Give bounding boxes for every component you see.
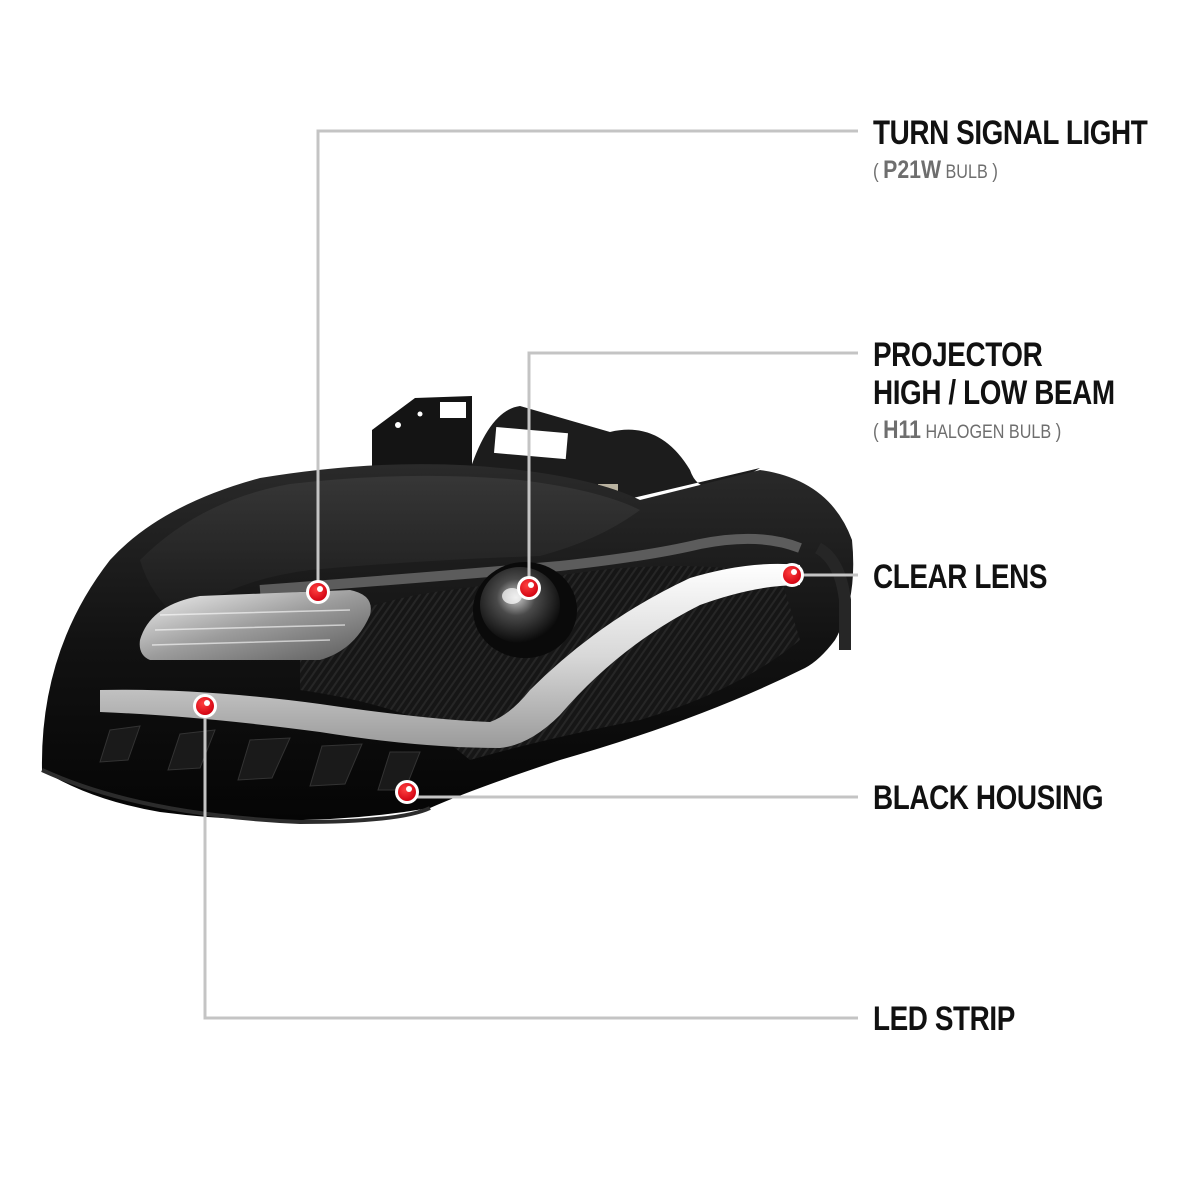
projector-title-line2: HIGH / LOW BEAM (873, 374, 1115, 412)
turn-signal-lens (139, 590, 371, 660)
label-sticker (494, 426, 568, 460)
bulb-code: P21W (883, 156, 942, 184)
projector-title-line1: PROJECTOR (873, 336, 1043, 374)
projector-lens (473, 562, 577, 658)
turn-signal-marker-icon[interactable] (306, 580, 330, 604)
clear-lens-marker-icon[interactable] (780, 563, 804, 587)
led-strip-title: LED STRIP (873, 1000, 1015, 1038)
turn-signal-leader (316, 129, 858, 592)
projector-leader (527, 351, 858, 588)
turn-signal-subtitle: ( P21W BULB ) (873, 156, 998, 184)
paren-open: ( (873, 421, 879, 443)
lower-bezel-fins (99, 725, 421, 791)
upper-cap (140, 475, 640, 620)
paren-open: ( (873, 161, 879, 183)
clear-lens-title: CLEAR LENS (873, 558, 1048, 596)
black-housing-title: BLACK HOUSING (873, 779, 1104, 817)
led-strip-marker-icon[interactable] (193, 694, 217, 718)
black-housing-leader (405, 792, 858, 799)
paren-close: ) (992, 161, 998, 183)
mounting-bracket (372, 396, 472, 480)
projector-subtitle: ( H11 HALOGEN BULB ) (873, 416, 1062, 444)
bulb-text: BULB (945, 162, 988, 183)
paren-close: ) (1055, 421, 1062, 443)
led-strip (100, 563, 800, 748)
bulb-code: H11 (883, 416, 921, 444)
bulb-text: HALOGEN BULB (925, 422, 1052, 443)
callout-markers (193, 563, 804, 804)
led-strip-leader (203, 706, 858, 1020)
lens-seal (259, 533, 802, 595)
turn-signal-title: TURN SIGNAL LIGHT (873, 114, 1148, 152)
black-housing-marker-icon[interactable] (395, 780, 419, 804)
projector-marker-icon[interactable] (517, 576, 541, 600)
